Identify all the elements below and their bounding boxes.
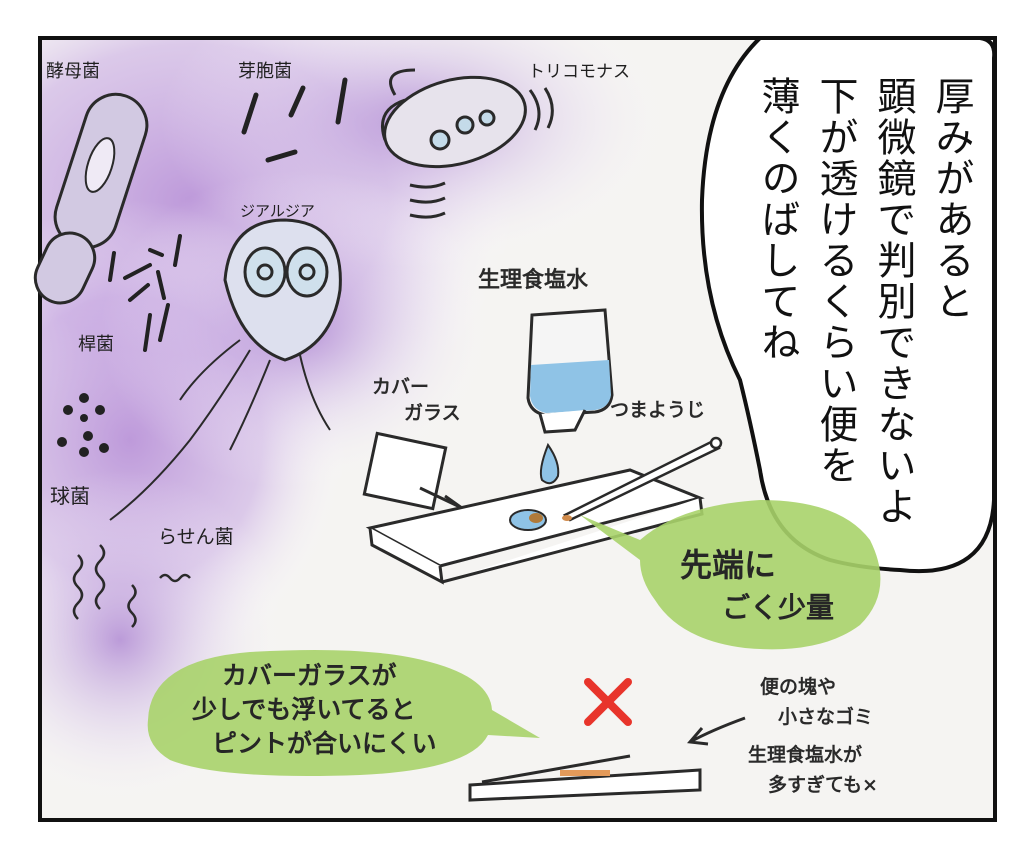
tip-bubble-line-2: ごく少量 bbox=[722, 591, 835, 624]
label-yeast: 酵母菌 bbox=[46, 61, 100, 82]
label-cover-glass-2: ガラス bbox=[404, 402, 461, 424]
spore-bacteria bbox=[241, 77, 348, 163]
bacilli bbox=[108, 234, 182, 352]
cover-bubble-line-3: ピントが合いにくい bbox=[212, 729, 437, 758]
ng-note-line-3: 生理食塩水が bbox=[748, 744, 863, 766]
label-trichomonas: トリコモナス bbox=[528, 62, 630, 82]
speech-line-4: 薄くのばしてね bbox=[755, 76, 800, 363]
saline-bottle bbox=[526, 308, 614, 434]
cover-glass bbox=[362, 431, 448, 511]
spirochetes bbox=[72, 544, 191, 628]
cover-bubble-line-1: カバーガラスが bbox=[222, 661, 397, 690]
label-spirochete: らせん菌 bbox=[158, 526, 234, 548]
ng-note-line-1: 便の塊や bbox=[760, 676, 837, 698]
speech-line-3: 下が透けるくらい便を bbox=[813, 76, 858, 486]
ng-cross bbox=[584, 678, 632, 726]
cocci bbox=[57, 393, 109, 457]
label-toothpick: つまようじ bbox=[610, 399, 706, 421]
tip-bubble-line-1: 先端に bbox=[680, 546, 777, 584]
label-bacillus: 桿菌 bbox=[78, 334, 114, 355]
stool-sample bbox=[529, 513, 543, 523]
speech-line-1: 厚みがあると bbox=[929, 76, 974, 322]
label-saline: 生理食塩水 bbox=[478, 268, 589, 293]
label-cover-glass-1: カバー bbox=[372, 376, 430, 398]
saline-drop bbox=[539, 442, 560, 485]
arrow-to-bad-slide bbox=[687, 716, 746, 746]
yeast-cells bbox=[33, 92, 149, 305]
ng-note-line-2: 小さなゴミ bbox=[778, 706, 874, 728]
label-spore: 芽胞菌 bbox=[238, 61, 292, 82]
label-giardia: ジアルジア bbox=[240, 202, 315, 220]
tip-bubble bbox=[580, 500, 881, 650]
cover-bubble-line-2: 少しでも浮いてると bbox=[192, 695, 416, 724]
trichomonas bbox=[381, 68, 554, 219]
ng-note-line-4: 多すぎても× bbox=[768, 774, 878, 796]
bad-slide bbox=[468, 754, 702, 802]
giardia bbox=[109, 218, 342, 521]
cover-bubble bbox=[147, 649, 540, 776]
toothpick bbox=[562, 436, 723, 522]
speech-line-2: 顕微鏡で判別できないよ bbox=[871, 76, 916, 527]
label-coccus: 球菌 bbox=[50, 484, 90, 508]
